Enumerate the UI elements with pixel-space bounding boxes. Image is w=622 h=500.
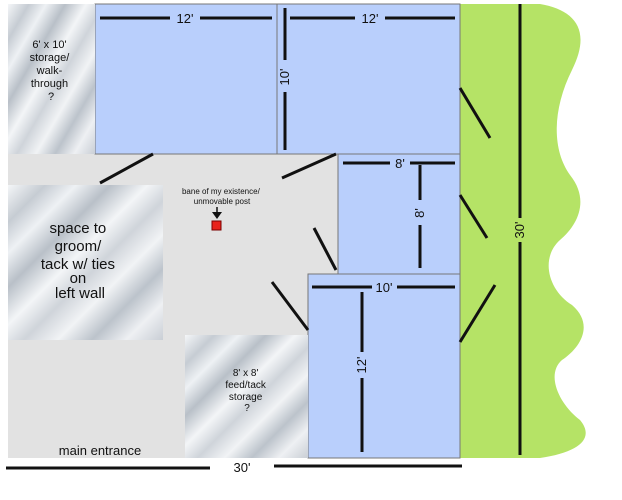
dimension-lines bbox=[6, 4, 522, 470]
barn-length-label: 30' bbox=[234, 460, 251, 475]
storage-top-line: storage/ bbox=[30, 52, 71, 64]
stall-top-right-depth-label: 10' bbox=[277, 69, 292, 86]
stall-middle[interactable] bbox=[337, 153, 461, 275]
feed-storage-line: 8' x 8' bbox=[233, 368, 259, 379]
storage-top-line: through bbox=[31, 78, 68, 90]
groom-area-line: on bbox=[70, 270, 87, 287]
groom-area-line: space to bbox=[50, 220, 107, 237]
storage-top-label: 6' x 10' storage/ walk- through ? bbox=[30, 39, 73, 103]
feed-storage-label: 8' x 8' feed/tack storage ? bbox=[225, 368, 268, 414]
groom-area-line: tack w/ ties bbox=[41, 256, 115, 273]
feed-storage-line: ? bbox=[244, 403, 250, 414]
stall-middle-width-label: 8' bbox=[395, 156, 405, 171]
groom-area-line: groom/ bbox=[55, 238, 103, 255]
down-arrow-icon bbox=[212, 207, 222, 219]
storage-top-line: walk- bbox=[36, 65, 63, 77]
stall-middle-depth-label: 8' bbox=[412, 208, 427, 218]
post-note-line: bane of my existence/ bbox=[182, 187, 261, 196]
stall-top-left-width-label: 12' bbox=[177, 11, 194, 26]
post-note-line: unmovable post bbox=[194, 197, 251, 206]
feed-storage-line: feed/tack bbox=[225, 380, 267, 391]
stall-bottom-width-label: 10' bbox=[376, 280, 393, 295]
door-swing-lines bbox=[99, 87, 497, 343]
feed-storage-line: storage bbox=[229, 392, 263, 403]
square-marker-icon[interactable] bbox=[211, 220, 222, 231]
storage-top-line: ? bbox=[48, 91, 54, 103]
groom-area[interactable] bbox=[8, 185, 163, 340]
groom-area-line: left wall bbox=[55, 285, 105, 302]
groom-area-label: space to groom/ tack w/ ties on left wal… bbox=[41, 220, 119, 302]
stall-bottom[interactable] bbox=[307, 273, 461, 459]
stall-bottom-depth-label: 12' bbox=[354, 357, 369, 374]
storage-top-line: 6' x 10' bbox=[32, 39, 66, 51]
storage-top-area[interactable] bbox=[8, 4, 95, 154]
pasture-area bbox=[460, 4, 586, 458]
feed-storage-area[interactable] bbox=[185, 335, 308, 458]
post-note-label: bane of my existence/ unmovable post bbox=[182, 187, 262, 206]
dimension-labels: 12' 12' 10' 8' 8' 10' 12' 30' 30' bbox=[177, 11, 527, 475]
pasture-width-label: 30' bbox=[512, 222, 527, 239]
stall-top-right-width-label: 12' bbox=[362, 11, 379, 26]
stall-top-right[interactable] bbox=[276, 3, 461, 155]
main-entrance-label: main entrance bbox=[59, 443, 141, 458]
stall-top-left[interactable] bbox=[94, 3, 278, 155]
